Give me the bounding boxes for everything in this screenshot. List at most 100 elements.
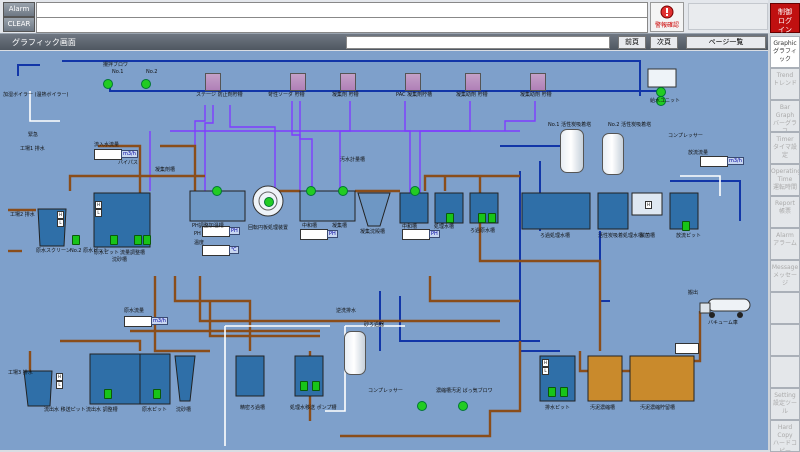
release-flow-unit: m3/h — [727, 157, 744, 165]
blower-2-indicator[interactable] — [141, 79, 151, 89]
label-chem3: 凝集剤 貯槽 — [332, 92, 359, 98]
pump-release[interactable] — [682, 221, 690, 231]
vacuum-truck-icon — [699, 298, 751, 318]
label-no2-raw-pit: No.2 原水ピット — [70, 248, 109, 254]
label-no2: No.2 — [146, 69, 158, 75]
neutral-ph-display — [300, 229, 328, 240]
mixer-neutral-tank[interactable] — [306, 186, 316, 196]
label-sludge-pit: 排水ピット — [545, 405, 571, 411]
label-thickener: 汚泥濃縮槽 — [590, 405, 616, 411]
sand-filter-vessel — [344, 331, 366, 375]
pump-sludge-pit-2[interactable] — [560, 387, 568, 397]
alarm-button[interactable]: Alarm — [3, 2, 35, 17]
sidebar-item-8[interactable] — [770, 292, 800, 324]
mixer-ph-tank[interactable] — [212, 186, 222, 196]
sidebar-item-label-en: Bar Graph — [775, 104, 795, 119]
pump-transfer-2[interactable] — [312, 381, 320, 391]
pump-bottom-pit-2[interactable] — [153, 389, 161, 399]
label-chem1: ステ一ジ 防止剤貯槽 — [196, 92, 243, 98]
pump-equalize-2[interactable] — [143, 235, 151, 245]
label-inflow-1: 工場1 排水 — [20, 146, 45, 152]
alarm-confirm-button[interactable]: 警報確認 — [650, 2, 684, 32]
control-login-button[interactable]: 制御ログイン — [770, 3, 800, 34]
label-sludge-meter: 汚水計量槽 — [340, 157, 366, 163]
sidebar-item-label-jp: タイマ設定 — [772, 144, 797, 159]
mixer-intermediate-tank[interactable] — [410, 186, 420, 196]
page-list-button[interactable]: ページ一覧 — [686, 36, 766, 49]
blower-bottom-1[interactable] — [417, 401, 427, 411]
blower-1-indicator[interactable] — [103, 79, 113, 89]
pump-sludge-pit-1[interactable] — [548, 387, 556, 397]
intermediate-ph-display — [402, 229, 430, 240]
sidebar-item-label-jp: ハードコピー — [772, 440, 797, 452]
sidebar-item-label-en: Timer — [776, 136, 794, 143]
control-login-label: 制御ログイン — [778, 8, 792, 34]
chemical-tank-5 — [465, 73, 481, 91]
pump-transfer-1[interactable] — [300, 381, 308, 391]
sidebar-item-label-en: Alarm — [776, 232, 794, 239]
label-chem4: PAC 凝集剤貯槽 — [396, 92, 433, 98]
sidebar-item-label-en: Report — [775, 200, 795, 207]
sidebar-item-10[interactable] — [770, 356, 800, 388]
chemical-tank-6 — [530, 73, 546, 91]
label-blower: 攪拌ブロワ — [103, 62, 129, 68]
pump-raw-pit[interactable] — [110, 235, 118, 245]
blower-bottom-2[interactable] — [458, 401, 468, 411]
rotary-disk-motor[interactable] — [264, 197, 274, 207]
label-inflow-3: 工場3 排水 — [8, 370, 33, 376]
sidebar-item-label-en: Graphic — [773, 40, 797, 47]
water-supply-unit-icon — [647, 68, 677, 88]
sidebar-item-9[interactable] — [770, 324, 800, 356]
label-raw-pit: 原水ピット — [94, 250, 120, 256]
level-l-screen: L — [57, 219, 64, 227]
prev-page-button[interactable]: 前頁 — [618, 36, 646, 49]
level-h-screen: H — [57, 211, 64, 219]
label-no1: No.1 — [112, 69, 124, 75]
next-page-button[interactable]: 次頁 — [650, 36, 678, 49]
label-pit-d: 沈砂槽 — [176, 407, 192, 413]
sidebar-item-label-jp: 運転時間 — [772, 184, 797, 191]
chemical-tank-4 — [405, 73, 421, 91]
process-graphic: H L H L H L H L H m3/h PH ℃ PH PH m3/h m… — [0, 51, 768, 450]
pump-filter-1[interactable] — [478, 213, 486, 223]
sidebar-item-label-jp: 帳票 — [778, 208, 791, 215]
label-ph-tank: PH調整加温槽 — [192, 223, 224, 229]
clear-button[interactable]: CLEAR — [3, 17, 35, 32]
label-treated: 処理水槽 — [434, 224, 455, 230]
pump-screen[interactable] — [72, 235, 80, 245]
mixer-flocc-tank[interactable] — [338, 186, 348, 196]
sidebar-item-label-jp: グラフィック — [773, 48, 797, 63]
label-chem6: 凝集助剤 貯槽 — [520, 92, 552, 98]
label-sludge-storage: 汚泥濃縮貯留槽 — [640, 405, 676, 411]
pump-bottom-pit[interactable] — [104, 389, 112, 399]
label-dosing-tank: 凝集剤槽 — [155, 167, 176, 173]
level-l-sludge-pit: L — [542, 367, 549, 375]
label-settled-water: 処理水移送 ポンプ槽 — [290, 405, 337, 411]
inflow-flow-unit: m3/h — [121, 150, 138, 158]
label-sand-filter: 砂ろ過器 — [364, 322, 385, 328]
label-water-supply: 給水ユニット — [650, 98, 681, 104]
label-emergency: 緊急 — [28, 132, 39, 138]
label-flowmeter-in: 流入水流量 — [94, 142, 120, 148]
pump-treated-1[interactable] — [446, 213, 454, 223]
sidebar-item-label-jp: バーグラフ — [772, 120, 797, 132]
sidebar-item-label-jp: 設定ツール — [772, 400, 797, 415]
pump-filter-2[interactable] — [488, 213, 496, 223]
pump-equalize-1[interactable] — [134, 235, 142, 245]
supply-valve-2[interactable] — [656, 96, 666, 106]
chemical-tank-3 — [340, 73, 356, 91]
piping-diagram — [8, 60, 751, 446]
alarm-bell-icon — [660, 5, 674, 19]
alarm-message-field — [36, 2, 648, 18]
label-carbon-water: 活性炭吸着処理水槽 — [598, 233, 644, 239]
